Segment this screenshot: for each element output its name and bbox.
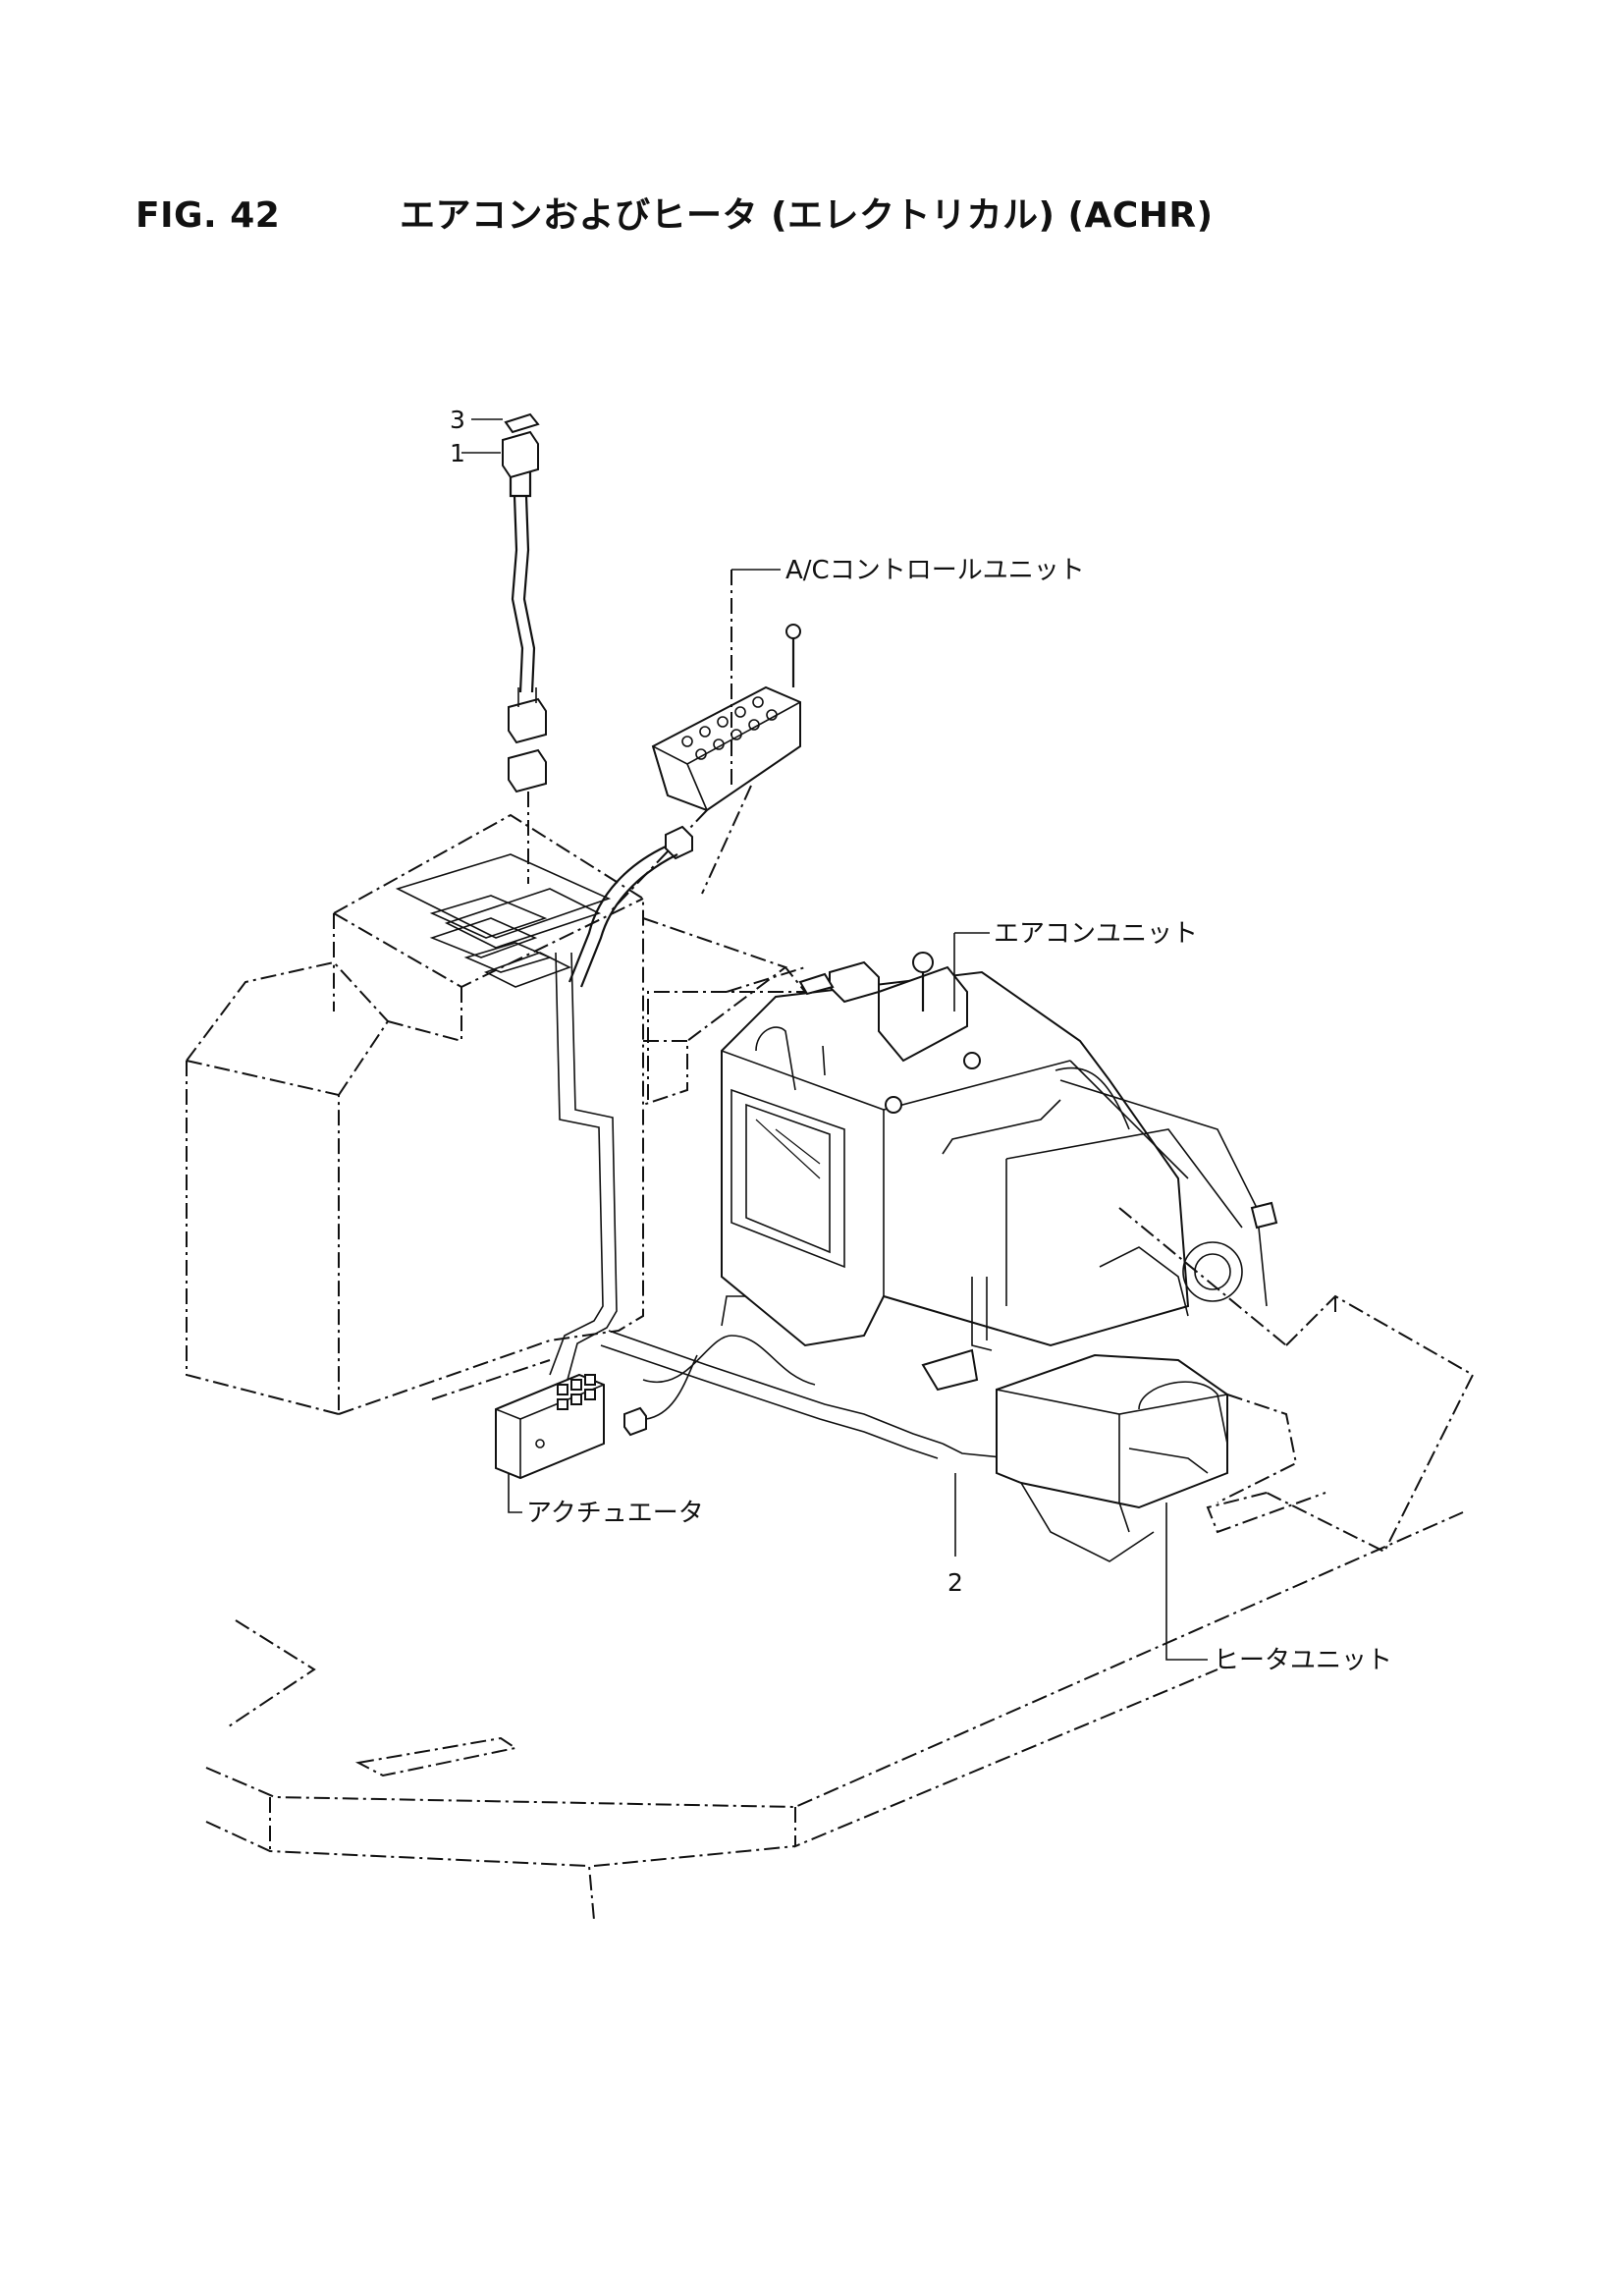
figure-title: エアコンおよびヒータ (エレクトリカル) (ACHR)	[400, 195, 1214, 236]
figure-header: FIG. 42 エアコンおよびヒータ (エレクトリカル) (ACHR)	[135, 187, 1214, 238]
part-number-2: 2	[947, 1568, 963, 1597]
actuator-drawing	[495, 1354, 698, 1480]
callout-aircon-unit: エアコンユニット	[994, 919, 1198, 949]
wiring-harness	[549, 952, 1012, 1459]
leader-lines	[461, 418, 1208, 1661]
heater-unit-drawing	[996, 1207, 1475, 1562]
callout-labels: 3 1 A/Cコントロールユニット エアコンユニット アクチュエータ 2 ヒータ…	[450, 406, 1392, 1675]
part-number-3: 3	[450, 406, 465, 434]
callout-actuator: アクチュエータ	[526, 1499, 704, 1528]
callout-ac-control-unit: A/Cコントロールユニット	[785, 556, 1085, 585]
aircon-unit-drawing	[647, 952, 1278, 1392]
figure-number: FIG. 42	[135, 195, 281, 236]
callout-heater-unit: ヒータユニット	[1214, 1646, 1392, 1675]
ac-control-unit-drawing	[568, 570, 801, 988]
part-number-1: 1	[450, 439, 465, 467]
switch-assembly	[502, 412, 547, 884]
console-box	[186, 813, 788, 1415]
cab-floor-outline	[205, 1511, 1464, 1921]
